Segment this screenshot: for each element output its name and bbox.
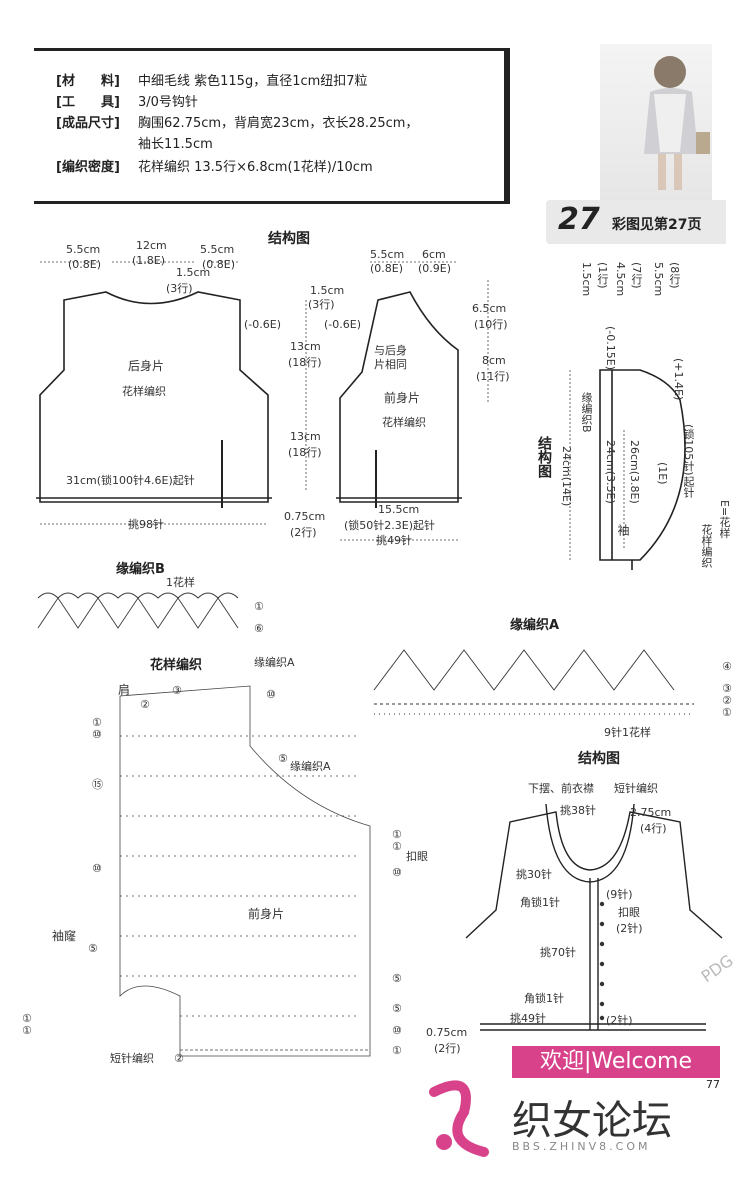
badge-number: 27 (558, 202, 600, 237)
edge-a-stitch-chart (373, 649, 694, 715)
child-photo (600, 44, 712, 204)
sleeve-structure-diagram (569, 369, 686, 570)
spec-row-size: [成品尺寸]胸围62.75cm，背肩宽23cm，衣长28.25cm， (56, 116, 419, 131)
pattern-stitch-chart (119, 685, 371, 1057)
child-figure-image (644, 56, 710, 190)
forum-logo-icon (429, 1080, 489, 1157)
back-piece-label: 后身片 (128, 359, 165, 373)
front-band-structure-diagram (465, 803, 723, 1031)
page-number: 77 (706, 1078, 720, 1091)
materials-box: [材 料]中细毛线 紫色115g，直径1cm纽扣7粒 [工 具]3/0号钩针 [… (34, 48, 510, 204)
body-structure-diagram (36, 261, 489, 541)
badge-text: 彩图见第27页 (612, 217, 702, 233)
forum-name: 织女论坛 (512, 1098, 672, 1144)
forum-url: BBS.ZHINV8.COM (512, 1140, 651, 1153)
spec-row-tools: [工 具]3/0号钩针 (56, 95, 198, 110)
spec-row-materials: [材 料]中细毛线 紫色115g，直径1cm纽扣7粒 (56, 74, 368, 89)
spec-row-gauge: [编织密度]花样编织 13.5行×6.8cm(1花样)/10cm (56, 160, 373, 175)
edge-b-stitch-chart (37, 592, 239, 629)
spec-row-size-cont: 袖长11.5cm (138, 137, 213, 152)
front-piece-label: 前身片 (384, 391, 421, 405)
page-badge: 27 彩图见第27页 (546, 200, 726, 244)
body-chart-title: 结构图 (268, 231, 310, 247)
welcome-banner: 欢迎|Welcome (512, 1046, 720, 1078)
